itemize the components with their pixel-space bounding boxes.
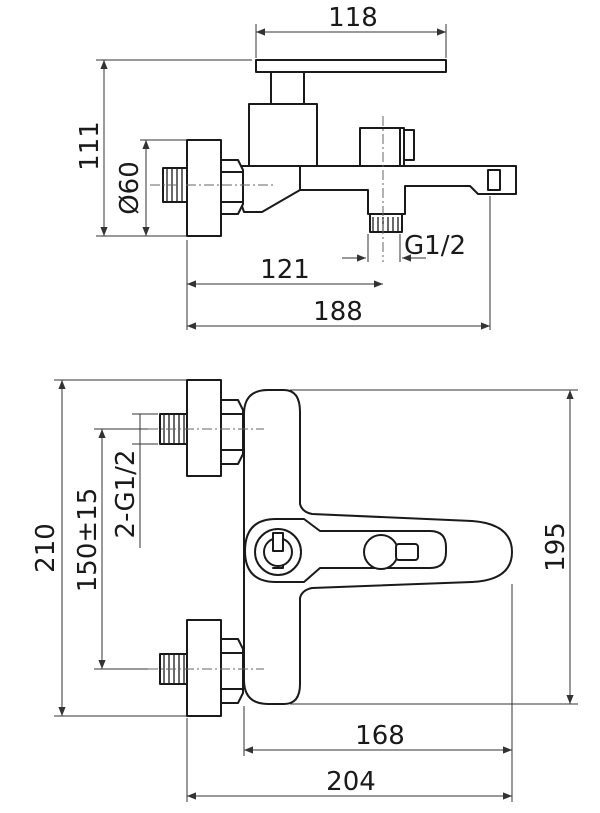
dim-lever-width: 118 <box>328 3 378 33</box>
hex-nut <box>220 159 244 215</box>
dim-thread-size: G1/2 <box>404 231 466 261</box>
dim-overall-height: 111 <box>75 121 105 171</box>
lower-flange <box>186 619 222 717</box>
top-view-dimensions: 210 150±15 2-G1/2 195 168 204 <box>31 379 578 802</box>
lever-handle <box>255 59 447 73</box>
diverter-knob-top <box>363 534 399 570</box>
top-view <box>148 379 513 717</box>
upper-flange <box>186 379 222 477</box>
shower-outlet-thread <box>369 213 403 233</box>
side-view-dimensions: 118 111 Ø60 G1/2 121 188 <box>75 3 491 330</box>
lower-hex-nut <box>220 638 244 704</box>
dim-overall-length: 188 <box>313 297 363 327</box>
wall-flange <box>186 139 222 237</box>
side-view <box>150 59 517 262</box>
dim-body-height: 195 <box>541 522 571 572</box>
dim-top-overall-length: 204 <box>326 767 376 797</box>
dim-top-overall-height: 210 <box>31 523 61 573</box>
upper-hex-nut <box>220 399 244 465</box>
cartridge-body <box>248 103 318 167</box>
lever-slot <box>244 518 447 583</box>
lever-stem <box>270 71 305 105</box>
dim-flange-diameter: Ø60 <box>115 161 145 215</box>
dim-inlet-threads: 2-G1/2 <box>111 450 141 539</box>
diverter-knob <box>359 127 405 167</box>
dim-spout-length: 168 <box>355 721 405 751</box>
dim-outlet-distance: 121 <box>260 255 310 285</box>
spout-body <box>239 165 517 215</box>
dim-inlet-centers: 150±15 <box>73 488 103 593</box>
